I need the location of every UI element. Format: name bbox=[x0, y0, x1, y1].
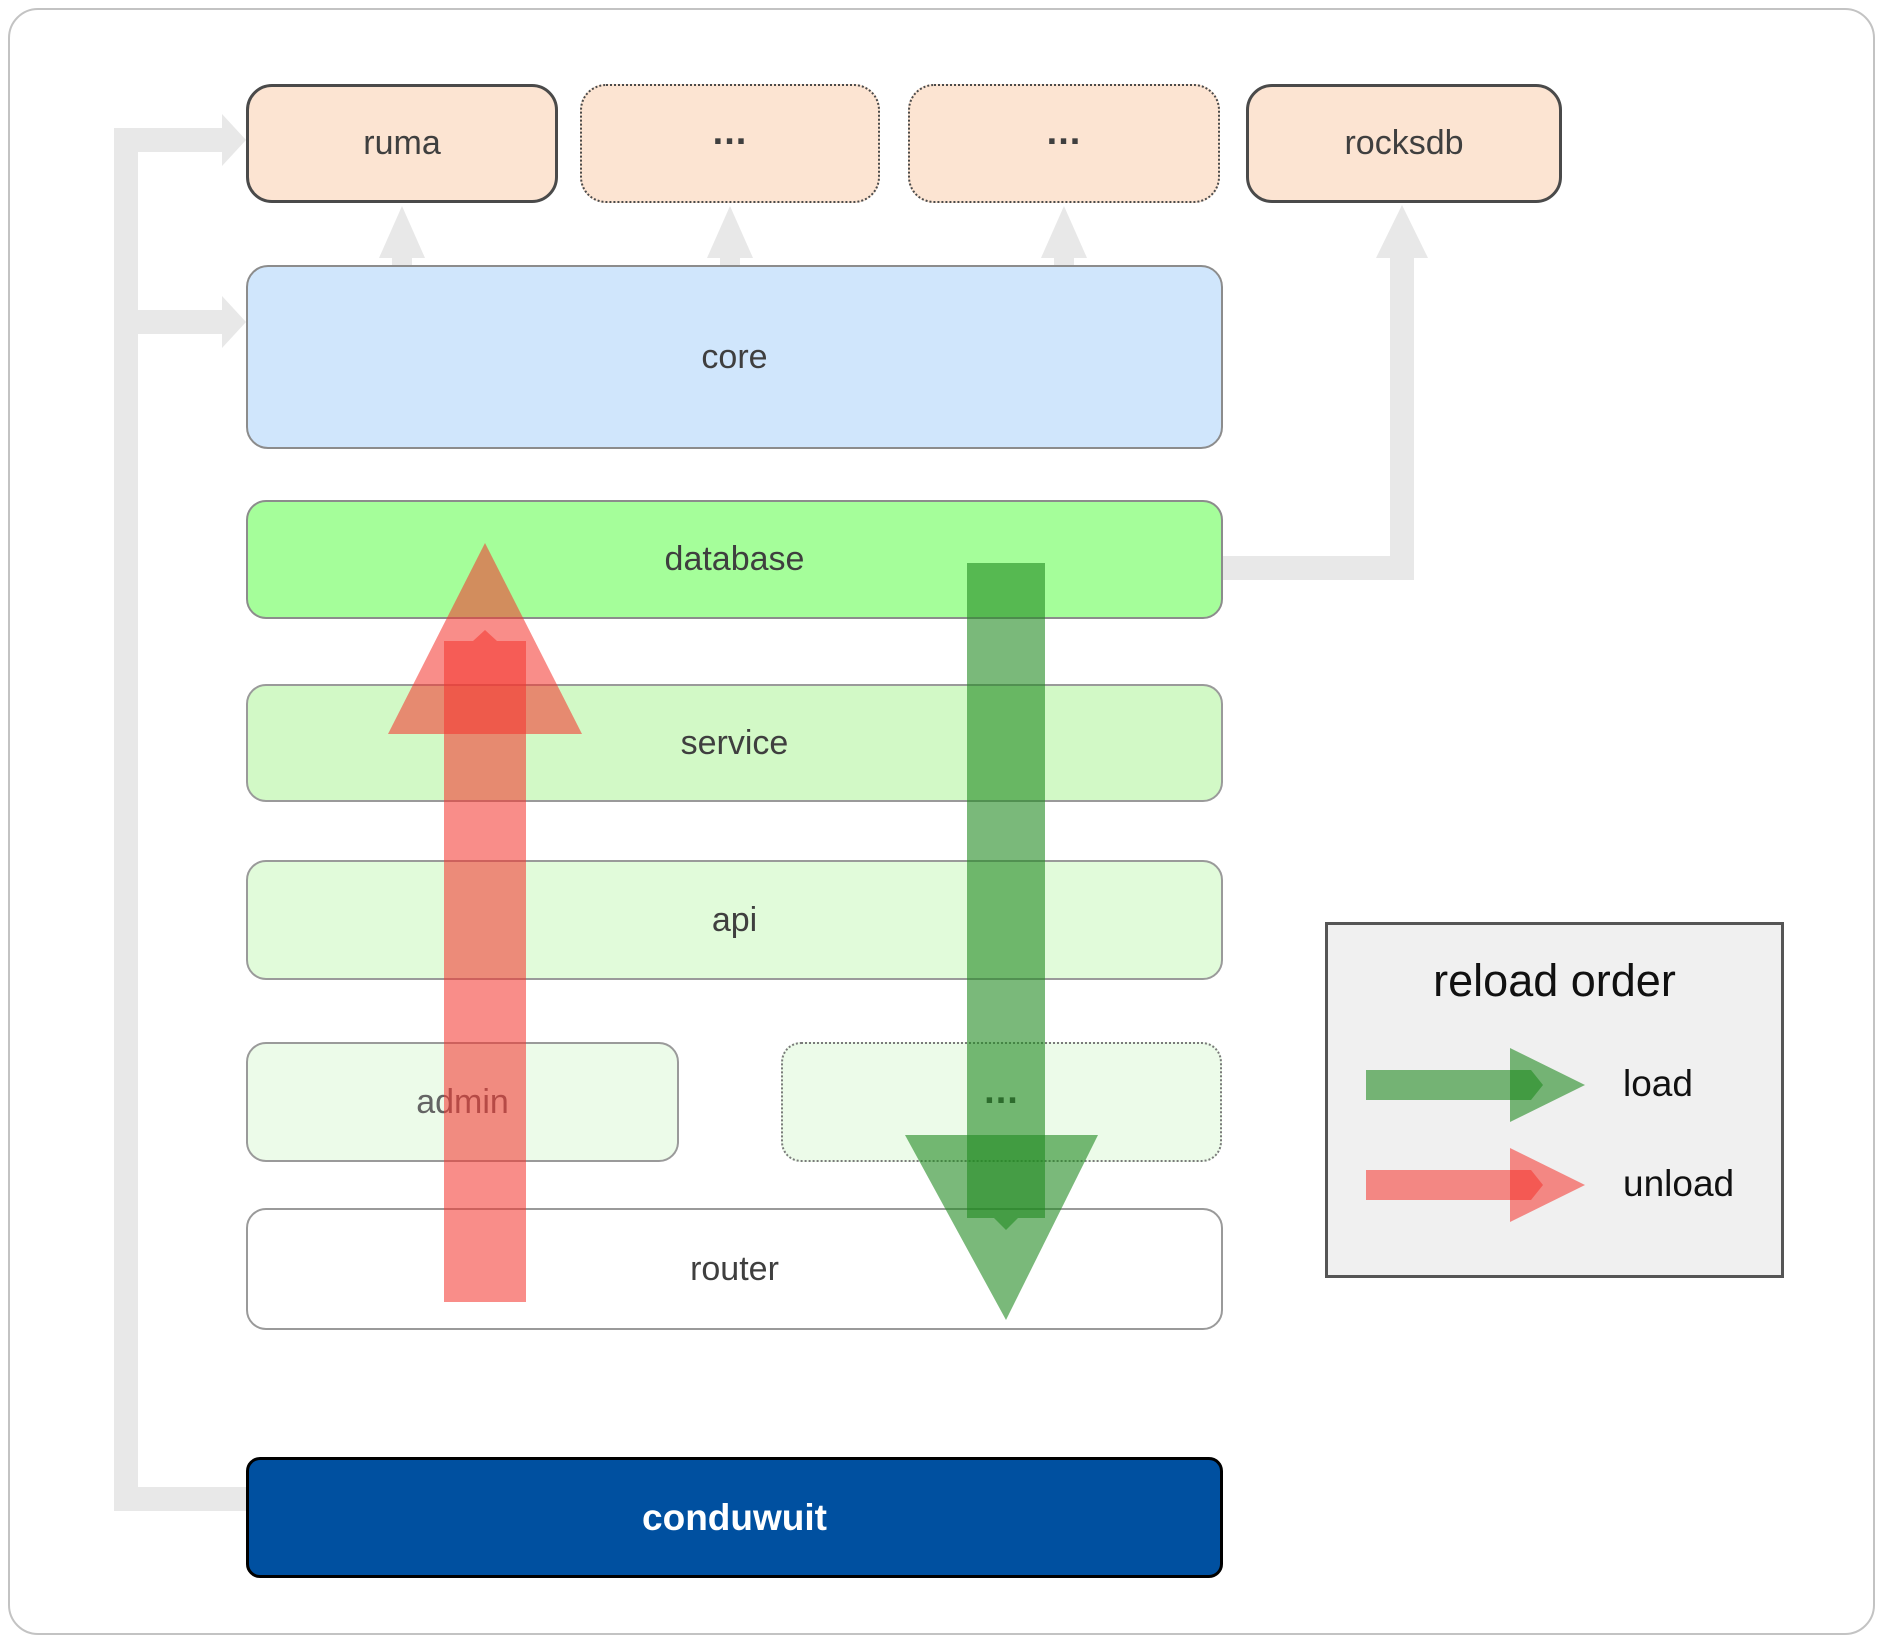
box-module-dots-2-label: ... bbox=[1046, 111, 1082, 153]
box-service-label: service bbox=[680, 723, 789, 762]
legend-load-label: load bbox=[1623, 1063, 1693, 1104]
box-router-label: router bbox=[690, 1249, 779, 1288]
legend-load-arrow-icon bbox=[1366, 1048, 1585, 1122]
box-ruma: ruma bbox=[246, 84, 558, 203]
box-router: router bbox=[246, 1208, 1223, 1330]
box-rocksdb: rocksdb bbox=[1246, 84, 1562, 203]
box-module-dots-2: ... bbox=[908, 84, 1220, 203]
box-core: core bbox=[246, 265, 1223, 449]
box-conduwuit: conduwuit bbox=[246, 1457, 1223, 1578]
box-admin: admin bbox=[246, 1042, 679, 1162]
box-admin-label: admin bbox=[416, 1082, 509, 1121]
box-core-label: core bbox=[701, 337, 768, 376]
box-service: service bbox=[246, 684, 1223, 802]
box-api: api bbox=[246, 860, 1223, 980]
legend-reload-order: reload order load unload bbox=[1325, 922, 1784, 1278]
legend-unload-label: unload bbox=[1623, 1163, 1735, 1204]
diagram-frame bbox=[8, 8, 1875, 1635]
box-module-dots-1: ... bbox=[580, 84, 880, 203]
box-rocksdb-label: rocksdb bbox=[1344, 124, 1464, 162]
box-conduwuit-label: conduwuit bbox=[642, 1496, 827, 1538]
legend-unload-arrow-icon bbox=[1366, 1148, 1585, 1222]
box-ruma-label: ruma bbox=[363, 124, 441, 162]
box-admin-dots: ... bbox=[781, 1042, 1222, 1162]
box-module-dots-1-label: ... bbox=[712, 111, 748, 153]
box-database-label: database bbox=[664, 540, 805, 578]
box-database: database bbox=[246, 500, 1223, 619]
box-api-label: api bbox=[711, 900, 758, 939]
legend-title: reload order bbox=[1433, 955, 1676, 1006]
box-admin-dots-label: ... bbox=[984, 1069, 1019, 1112]
